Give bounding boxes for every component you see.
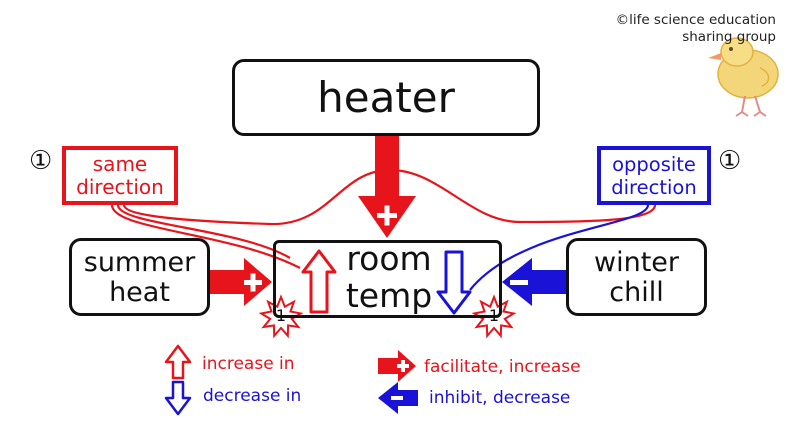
minus-arrow-icon (378, 382, 418, 414)
room-temp-node (273, 240, 502, 318)
winter-inhibit-arrow (502, 258, 566, 306)
winter-chill-line-2: chill (609, 277, 664, 308)
legend-inhibit: inhibit, decrease (429, 388, 571, 408)
winter-chill-line-1: winter (594, 247, 679, 278)
credit-text: ©life science education sharing group (616, 12, 776, 46)
opposite-direction-tag: opposite direction (597, 146, 711, 205)
room-decrease-arrow-icon (436, 250, 472, 315)
heater-facilitate-arrow (358, 136, 416, 238)
same-direction-line-2: direction (76, 175, 164, 199)
legend-increase-in: increase in (202, 354, 295, 374)
delay-number-left: 1 (275, 306, 287, 325)
hollow-down-arrow-icon (164, 380, 192, 416)
credit-line-2: sharing group (682, 29, 776, 45)
same-direction-line-1: same (92, 152, 148, 176)
room-increase-arrow-icon (301, 249, 337, 314)
hollow-up-arrow-icon (164, 344, 192, 380)
room-temp-label: room temp (335, 240, 443, 314)
summer-heat-line-2: heat (109, 277, 170, 308)
same-direction-marker: ① (29, 146, 53, 176)
legend-decrease-in: decrease in (203, 386, 302, 406)
opposite-direction-link (469, 204, 650, 291)
opposite-direction-line-2: direction (611, 176, 697, 199)
room-temp-line-1: room (346, 239, 432, 278)
room-temp-line-2: temp (345, 276, 433, 315)
credit-line-1: ©life science education (615, 12, 776, 28)
summer-facilitate-arrow (208, 258, 272, 306)
legend-facilitate: facilitate, increase (424, 357, 581, 377)
chick-icon (708, 37, 779, 117)
opposite-direction-marker: ① (718, 146, 742, 176)
opposite-direction-line-1: opposite (612, 153, 696, 176)
heater-label: heater (317, 73, 455, 122)
summer-heat-node: summer heat (69, 238, 210, 316)
winter-chill-node: winter chill (566, 238, 707, 316)
summer-heat-line-1: summer (83, 247, 196, 278)
plus-arrow-icon (378, 350, 416, 382)
delay-number-right: 1 (488, 306, 500, 325)
same-direction-tag: same direction (62, 146, 178, 205)
heater-node: heater (232, 59, 540, 136)
